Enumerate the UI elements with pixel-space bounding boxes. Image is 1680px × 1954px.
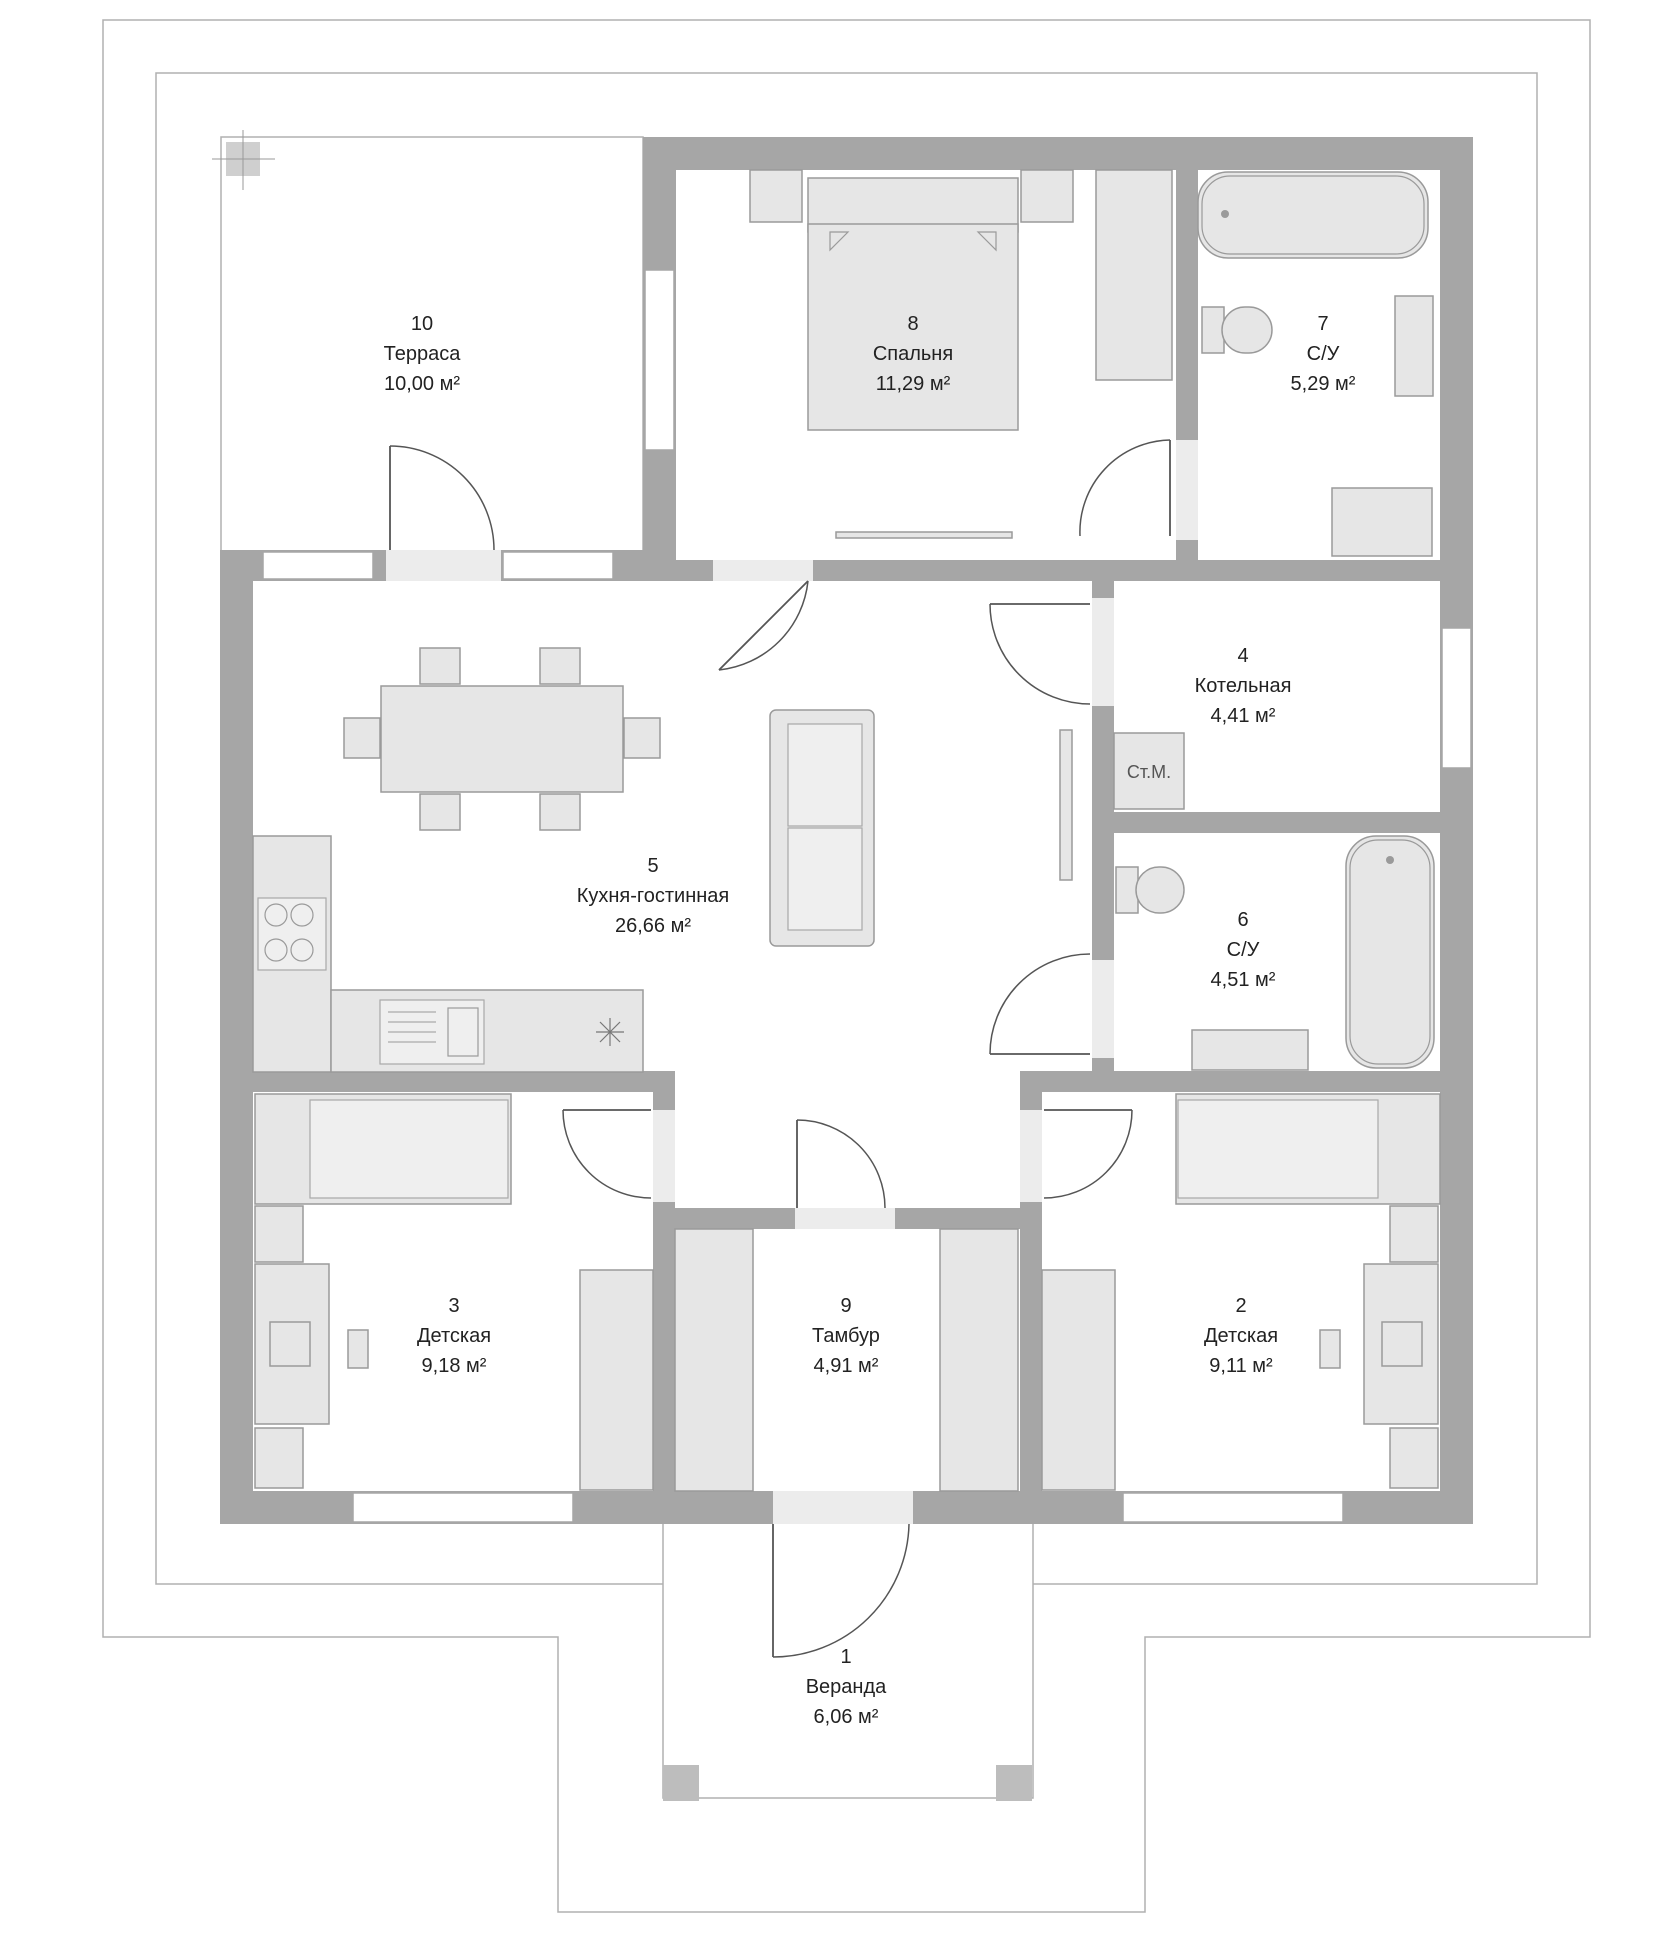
terrace-floor: [220, 136, 644, 553]
bathroom-7-fixtures: [1197, 171, 1434, 557]
room-4-number: 4: [1237, 645, 1248, 667]
room-2-number: 2: [1235, 1295, 1246, 1317]
tv: [1059, 729, 1073, 881]
sink-7: [1331, 487, 1433, 557]
kitchen-furniture: [252, 647, 1073, 1073]
room-8-name: Спальня: [873, 343, 953, 365]
room-8-area: 11,29 м²: [876, 373, 951, 395]
toilet-7: [1201, 306, 1225, 354]
room-6-number: 6: [1237, 909, 1248, 931]
room-4-name: Котельная: [1195, 675, 1292, 697]
room-10-number: 10: [411, 313, 433, 335]
room-6-name: С/У: [1227, 939, 1260, 961]
bathtub-6: [1345, 835, 1435, 1069]
veranda-floor: [662, 1520, 1034, 1799]
room-3-number: 3: [448, 1295, 459, 1317]
wardrobe-3: [579, 1269, 654, 1491]
room-5-number: 5: [647, 855, 658, 877]
bathtub-7: [1197, 171, 1429, 259]
windows: [262, 269, 1472, 1523]
vestibule-furniture: [674, 1228, 1019, 1492]
room-5-name: Кухня-гостинная: [577, 885, 730, 907]
cabinet-7: [1394, 295, 1434, 397]
room-6-area: 4,51 м²: [1211, 969, 1276, 991]
cooktop: [257, 897, 327, 971]
room-9-area: 4,91 м²: [814, 1355, 879, 1377]
room-labels: 10 Терраса 10,00 м² 8 Спальня 11,29 м² 7…: [384, 313, 1356, 1728]
bedroom-furniture: [749, 169, 1173, 539]
room-10-name: Терраса: [384, 343, 462, 365]
washing-machine: [1113, 732, 1185, 810]
veranda-post-left: [663, 1765, 699, 1801]
boiler-room-fixtures: Ст.М.: [1113, 732, 1185, 810]
room-3-name: Детская: [417, 1325, 491, 1347]
room-2-area: 9,11 м²: [1209, 1355, 1273, 1377]
roof-outline-outer: [102, 19, 1591, 1913]
room-7-area: 5,29 м²: [1291, 373, 1356, 395]
room-10-area: 10,00 м²: [384, 373, 460, 395]
room-3-area: 9,18 м²: [422, 1355, 487, 1377]
kitchen-counter-bottom: [330, 989, 644, 1073]
room-5-area: 26,66 м²: [615, 915, 691, 937]
room-8-number: 8: [907, 313, 918, 335]
room-1-number: 1: [840, 1646, 851, 1668]
room-9-number: 9: [840, 1295, 851, 1317]
wardrobe-2: [1041, 1269, 1116, 1491]
wardrobe: [1095, 169, 1173, 381]
veranda-post-right: [996, 1765, 1032, 1801]
room-7-number: 7: [1317, 313, 1328, 335]
room-7-name: С/У: [1307, 343, 1340, 365]
double-bed: [807, 223, 1019, 431]
room-1-name: Веранда: [806, 1676, 887, 1698]
door-swings: [389, 439, 1171, 1658]
toilet-6: [1115, 866, 1139, 914]
sink-6: [1191, 1029, 1309, 1071]
children-room-3-furniture: [254, 1093, 654, 1491]
bathroom-6-fixtures: [1115, 835, 1435, 1071]
dining-table: [380, 685, 624, 793]
room-1-area: 6,06 м²: [814, 1706, 879, 1728]
room-4-area: 4,41 м²: [1211, 705, 1276, 727]
room-2-name: Детская: [1204, 1325, 1278, 1347]
room-9-name: Тамбур: [812, 1325, 880, 1347]
door-openings: [386, 440, 1198, 1524]
children-room-2-furniture: [1041, 1093, 1441, 1491]
roof-outline-inner: [155, 72, 1538, 1585]
washing-machine-label: Ст.М.: [1127, 762, 1171, 782]
